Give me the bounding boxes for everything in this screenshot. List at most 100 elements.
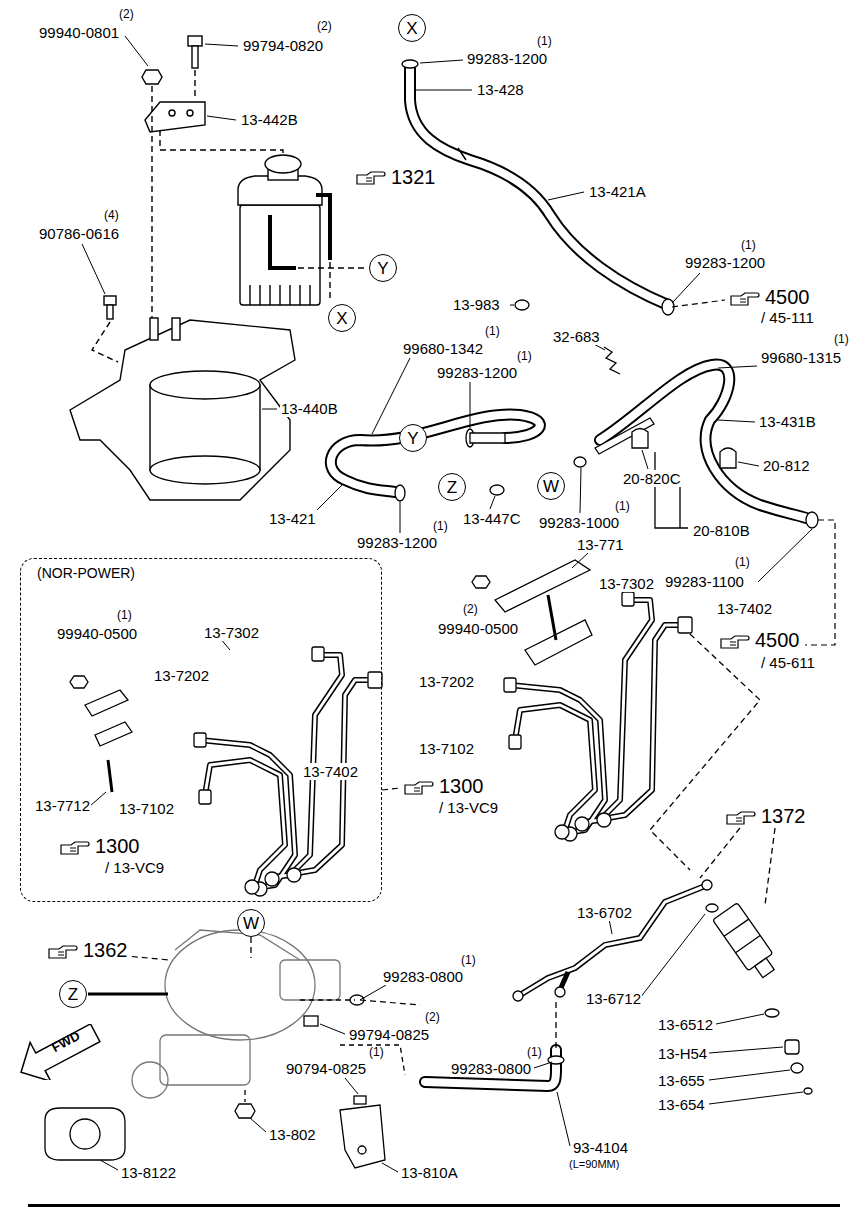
quantity-note: (1) — [460, 954, 477, 968]
part-number: 99680-1315 — [760, 349, 842, 366]
reference-circle: Z — [438, 473, 466, 501]
part-number: 99940-0500 — [56, 625, 138, 642]
part-number: 13-442B — [240, 111, 299, 128]
quantity-note: (1) — [116, 609, 133, 623]
part-number: 13-440B — [280, 400, 339, 417]
part-number: 13-7402 — [716, 600, 773, 617]
injection-pump — [45, 930, 405, 1168]
part-number: 13-7102 — [118, 800, 175, 817]
part-number: 13-421 — [268, 510, 317, 527]
reference-number: 4500 — [764, 286, 811, 309]
circle-letter: Y — [407, 430, 418, 447]
leader-lines — [82, 36, 812, 1172]
reference-number: 1300 — [94, 835, 141, 858]
part-number: 13-654 — [657, 1096, 706, 1113]
quantity-note: (1) — [833, 333, 850, 347]
reference-number: 1372 — [760, 805, 807, 828]
part-number: 90786-0616 — [38, 225, 120, 242]
reference-number: 4500 — [754, 629, 801, 652]
reference-hands — [49, 172, 759, 958]
quantity-note: (1) — [734, 556, 751, 570]
part-number: 13-983 — [452, 296, 501, 313]
part-number: 13-421A — [588, 183, 647, 200]
part-number: 90794-0825 — [285, 1060, 367, 1077]
reference-lines — [82, 300, 835, 1005]
part-number: 99794-0825 — [348, 1026, 430, 1043]
reference-circle: X — [398, 14, 426, 42]
part-number: 13-8122 — [120, 1164, 177, 1181]
circle-letter: Z — [447, 479, 457, 496]
part-number: 20-810B — [692, 522, 751, 539]
part-number: 13-7712 — [34, 797, 91, 814]
part-number: 93-4104 — [572, 1139, 629, 1156]
part-number: 13-6512 — [657, 1016, 714, 1033]
part-number: 99283-0800 — [450, 1060, 532, 1077]
reference-number: 1300 — [438, 775, 485, 798]
quantity-note: (1) — [536, 35, 553, 49]
part-number: 13-771 — [576, 536, 625, 553]
part-number: 13-7202 — [153, 667, 210, 684]
part-number: 13-447C — [462, 510, 522, 527]
part-number: 13-H54 — [657, 1045, 708, 1062]
part-number: / 45-111 — [760, 309, 815, 326]
quantity-note: (2) — [462, 603, 479, 617]
quantity-note: (1) — [740, 239, 757, 253]
quantity-note: (4) — [103, 209, 120, 223]
circle-letter: W — [543, 478, 559, 495]
part-number: 13-655 — [657, 1072, 706, 1089]
reference-circle: Z — [59, 980, 87, 1008]
part-number: 99940-0500 — [437, 620, 519, 637]
part-number: 99940-0801 — [38, 24, 120, 41]
circle-letter: Y — [377, 260, 388, 277]
variant-region: (NOR-POWER) — [20, 558, 382, 902]
reference-circle: Y — [369, 254, 397, 282]
part-number: 99283-0800 — [382, 968, 464, 985]
direction-arrow: FWD — [14, 1024, 104, 1080]
bottom-rule — [28, 1204, 840, 1207]
hose-clamps — [350, 60, 818, 1064]
part-number: / 45-611 — [760, 654, 816, 671]
part-number: 13-7102 — [418, 740, 475, 757]
part-number: / 13-VC9 — [438, 799, 499, 816]
part-number: 99283-1200 — [684, 254, 766, 271]
part-number: 13-7202 — [418, 673, 475, 690]
part-number: 13-6702 — [576, 904, 633, 921]
reference-number: 1321 — [390, 166, 437, 189]
part-number: 32-683 — [552, 328, 601, 345]
part-number: 13-7302 — [203, 624, 260, 641]
part-number: 20-820C — [622, 470, 682, 487]
fuel-filter — [70, 36, 368, 500]
part-number: 99283-1200 — [356, 534, 438, 551]
reference-circle: X — [328, 304, 356, 332]
quantity-note: (1) — [432, 520, 449, 534]
reference-circle: W — [237, 909, 265, 937]
part-number: 13-428 — [476, 81, 525, 98]
part-number: 13-802 — [268, 1126, 317, 1143]
reference-circle: Y — [399, 424, 427, 452]
part-number: 13-6712 — [585, 990, 642, 1007]
part-number: 99283-1200 — [436, 364, 518, 381]
hoses — [331, 68, 812, 1086]
quantity-note: (1) — [526, 1046, 543, 1060]
circle-letter: X — [336, 310, 347, 327]
part-number: 99283-1100 — [664, 573, 745, 590]
quantity-note: (L=90MM) — [568, 1158, 620, 1171]
quantity-note: (1) — [614, 500, 631, 514]
part-number: 13-810A — [400, 1164, 459, 1181]
part-number: 13-431B — [758, 413, 817, 430]
circle-letter: W — [243, 915, 259, 932]
quantity-note: (1) — [368, 1046, 385, 1060]
pipe-clamps — [70, 560, 592, 792]
part-number: 99794-0820 — [242, 37, 324, 54]
part-number: 99283-1200 — [466, 50, 548, 67]
quantity-note: (2) — [118, 8, 135, 22]
quantity-note: (1) — [516, 350, 533, 364]
part-number: 99680-1342 — [402, 340, 484, 357]
part-number: 99283-1000 — [538, 514, 620, 531]
part-number: 13-7402 — [302, 763, 359, 780]
part-number: 20-812 — [762, 457, 811, 474]
reference-circle: W — [537, 472, 565, 500]
circle-letter: X — [406, 20, 417, 37]
reference-number: 1362 — [82, 939, 129, 962]
